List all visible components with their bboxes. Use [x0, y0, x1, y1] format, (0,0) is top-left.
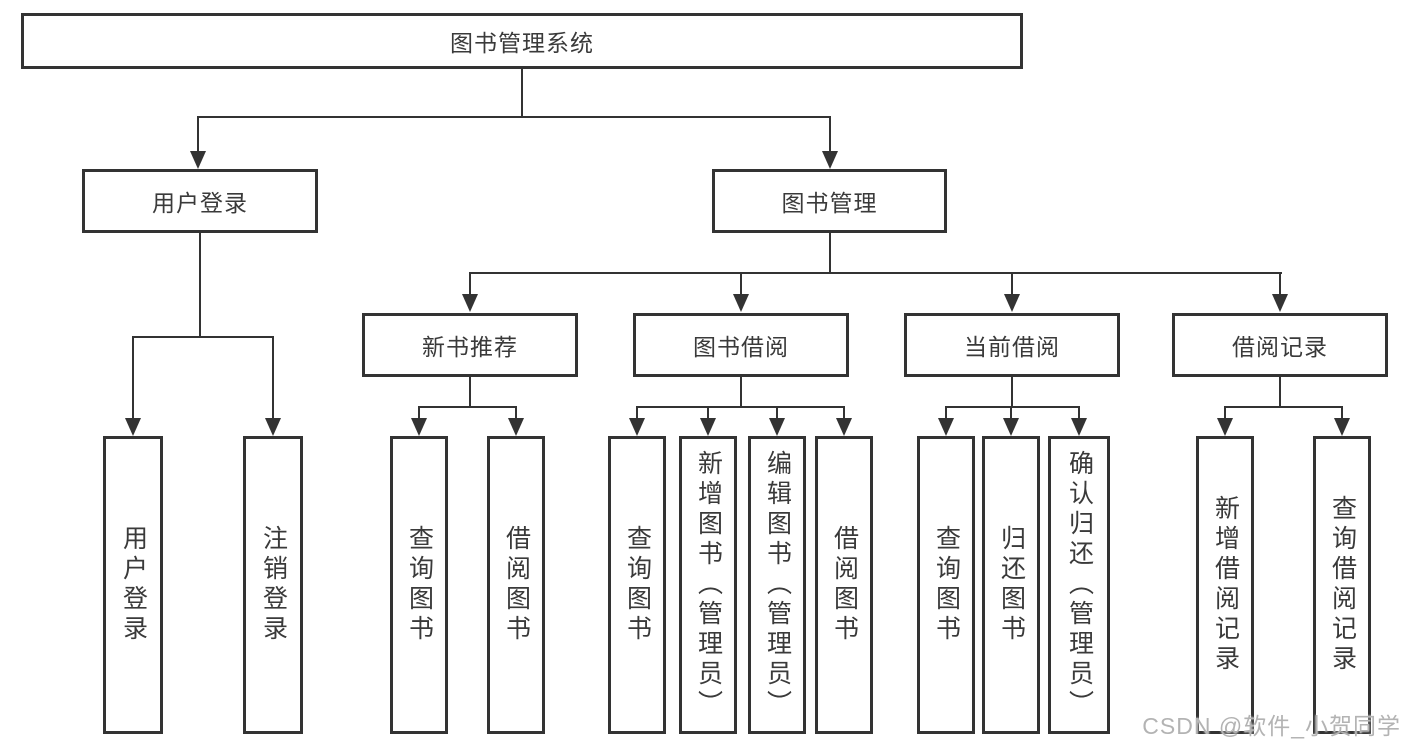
leaf-recommend-borrow-books: 借阅图书 [487, 436, 545, 734]
node-borrow-group: 图书借阅 [633, 313, 849, 377]
connector-records-bar [1224, 406, 1343, 408]
connector-drop-recommend [469, 272, 471, 296]
leaf-label: 用户登录 [119, 525, 148, 645]
leaf-recommend-query-books: 查询图书 [390, 436, 448, 734]
arrowhead-records [1272, 294, 1288, 312]
leaf-label: 归还图书 [997, 525, 1026, 645]
connector-user-bar [132, 336, 274, 338]
connector-borrow-bar [636, 406, 845, 408]
arrowhead-leaf [629, 418, 645, 436]
leaf-current-confirm-return-admin: 确认归还（管理员） [1048, 436, 1110, 734]
leaf-user-login: 用户登录 [103, 436, 163, 734]
leaf-records-query-record: 查询借阅记录 [1313, 436, 1371, 734]
leaf-label: 注销登录 [259, 525, 288, 645]
arrowhead-current [1004, 294, 1020, 312]
connector-drop-user [197, 116, 199, 154]
leaf-label: 查询借阅记录 [1328, 495, 1357, 675]
leaf-label: 确认归还（管理员） [1065, 450, 1094, 720]
arrowhead-borrow [733, 294, 749, 312]
connector-drop [945, 406, 947, 421]
connector-drop-borrow [740, 272, 742, 296]
leaf-current-return-books: 归还图书 [982, 436, 1040, 734]
leaf-label: 新增借阅记录 [1211, 495, 1240, 675]
leaf-label: 查询图书 [623, 525, 652, 645]
arrowhead-leaf [700, 418, 716, 436]
node-book-mgmt-branch: 图书管理 [712, 169, 947, 233]
connector-drop [418, 406, 420, 421]
connector-mgmt-stem [829, 233, 831, 274]
leaf-label: 借阅图书 [502, 525, 531, 645]
connector-drop-current [1011, 272, 1013, 296]
connector-drop [776, 406, 778, 421]
connector-recommend-bar [418, 406, 517, 408]
connector-records-stem [1279, 377, 1281, 408]
arrowhead-leaf [1003, 418, 1019, 436]
node-root-system: 图书管理系统 [21, 13, 1023, 69]
leaf-label: 查询图书 [932, 525, 961, 645]
connector-drop [636, 406, 638, 421]
leaf-logout: 注销登录 [243, 436, 303, 734]
arrowhead-leaf [769, 418, 785, 436]
arrowhead-user-leaf2 [265, 418, 281, 436]
connector-user-stem [199, 233, 201, 338]
arrowhead-recommend [462, 294, 478, 312]
arrowhead-leaf [1071, 418, 1087, 436]
connector-current-stem [1011, 377, 1013, 408]
arrowhead-leaf [938, 418, 954, 436]
connector-level2-bar [197, 116, 831, 118]
node-current-group: 当前借阅 [904, 313, 1120, 377]
arrowhead-leaf [508, 418, 524, 436]
leaf-borrow-add-books-admin: 新增图书（管理员） [679, 436, 737, 734]
leaf-label: 借阅图书 [830, 525, 859, 645]
connector-root-stem [521, 69, 523, 117]
connector-drop-mgmt [829, 116, 831, 154]
connector-current-bar [945, 406, 1080, 408]
connector-drop [1010, 406, 1012, 421]
node-recommend-label: 新书推荐 [422, 334, 518, 360]
arrowhead-user [190, 151, 206, 169]
connector-recommend-stem [469, 377, 471, 408]
leaf-records-add-record: 新增借阅记录 [1196, 436, 1254, 734]
arrowhead-leaf [1334, 418, 1350, 436]
leaf-borrow-borrow-books: 借阅图书 [815, 436, 873, 734]
connector-drop [1341, 406, 1343, 421]
connector-drop [707, 406, 709, 421]
leaf-label: 新增图书（管理员） [694, 450, 723, 720]
node-recommend-group: 新书推荐 [362, 313, 578, 377]
leaf-current-query-books: 查询图书 [917, 436, 975, 734]
leaf-label: 查询图书 [405, 525, 434, 645]
node-user-login-label: 用户登录 [152, 190, 248, 216]
leaf-borrow-query-books: 查询图书 [608, 436, 666, 734]
connector-drop [1224, 406, 1226, 421]
node-records-group: 借阅记录 [1172, 313, 1388, 377]
arrowhead-user-leaf1 [125, 418, 141, 436]
arrowhead-mgmt [822, 151, 838, 169]
arrowhead-leaf [411, 418, 427, 436]
arrowhead-leaf [836, 418, 852, 436]
node-user-login-branch: 用户登录 [82, 169, 318, 233]
connector-drop [515, 406, 517, 421]
leaf-label: 编辑图书（管理员） [763, 450, 792, 720]
connector-borrow-stem [740, 377, 742, 408]
arrowhead-leaf [1217, 418, 1233, 436]
node-book-mgmt-label: 图书管理 [781, 190, 878, 216]
csdn-watermark: CSDN @软件_小贺同学 [1142, 713, 1401, 739]
node-borrow-label: 图书借阅 [693, 334, 789, 360]
connector-drop-user-leaf1 [132, 336, 134, 420]
node-records-label: 借阅记录 [1232, 334, 1328, 360]
connector-drop-records [1279, 272, 1281, 296]
node-root-label: 图书管理系统 [450, 30, 594, 56]
connector-drop-user-leaf2 [272, 336, 274, 420]
connector-drop [843, 406, 845, 421]
leaf-borrow-edit-books-admin: 编辑图书（管理员） [748, 436, 806, 734]
connector-level3-bar [469, 272, 1282, 274]
connector-drop [1078, 406, 1080, 421]
node-current-label: 当前借阅 [964, 334, 1060, 360]
